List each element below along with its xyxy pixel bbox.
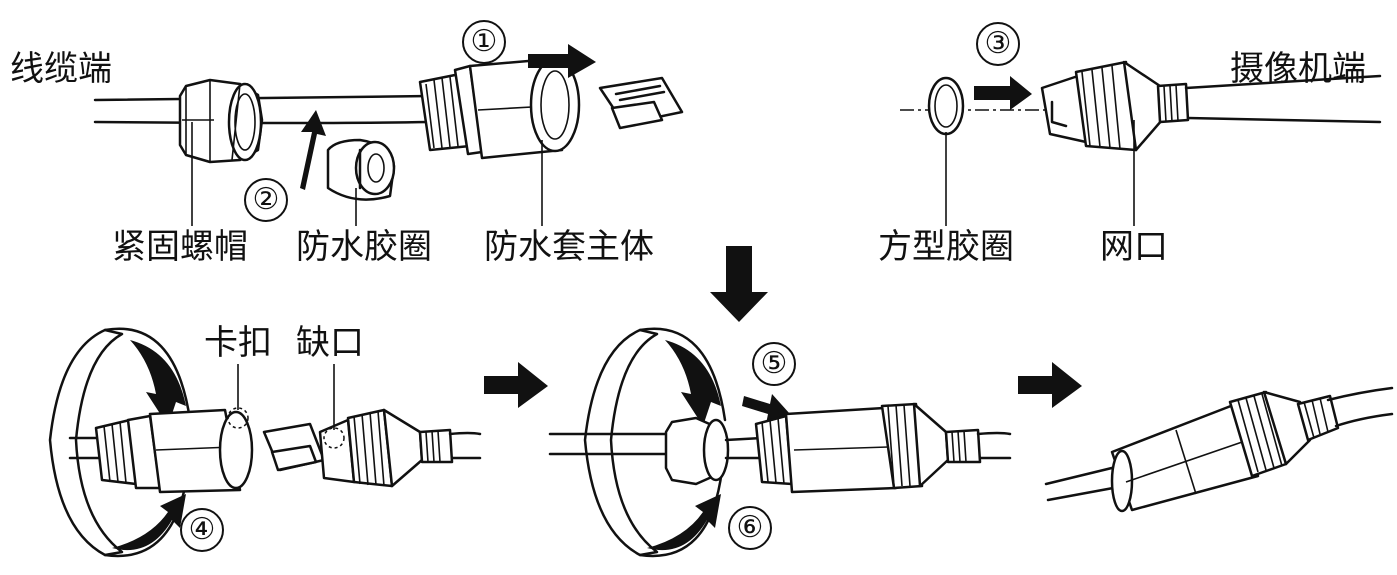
assembled-connector bbox=[1044, 386, 1394, 513]
label-rubber-seal: 防水胶圈 bbox=[296, 227, 432, 267]
step-5-marker: ⑤ bbox=[752, 342, 796, 386]
arrow-step-2 bbox=[300, 110, 326, 190]
camera-end-top-right bbox=[900, 60, 1382, 226]
step-6-marker: ⑥ bbox=[728, 506, 772, 550]
label-network-port: 网口 bbox=[1100, 227, 1168, 267]
assembly-step-4 bbox=[48, 327, 482, 558]
waterproof-jacket-part bbox=[418, 57, 581, 160]
label-camera-end: 摄像机端 bbox=[1230, 49, 1366, 89]
label-cable-end: 线缆端 bbox=[10, 49, 112, 89]
label-jacket-body: 防水套主体 bbox=[484, 227, 654, 267]
label-square-gasket: 方型胶圈 bbox=[878, 227, 1014, 267]
lock-nut-part bbox=[178, 78, 264, 164]
rubber-seal-part bbox=[326, 138, 396, 201]
arrow-right-1 bbox=[484, 362, 548, 408]
label-clip: 卡扣 bbox=[204, 323, 272, 363]
arrow-down-main bbox=[710, 246, 768, 322]
step-4-marker: ④ bbox=[180, 508, 224, 552]
label-notch: 缺口 bbox=[296, 323, 364, 363]
leaders-top-left bbox=[191, 122, 543, 226]
arrow-right-2 bbox=[1018, 362, 1082, 408]
step-2-marker: ② bbox=[244, 178, 288, 222]
arrow-step-1 bbox=[528, 44, 596, 78]
step-3-marker: ③ bbox=[976, 22, 1020, 66]
cable-top-left bbox=[93, 94, 432, 125]
step-1-marker: ① bbox=[462, 20, 506, 64]
label-lock-nut: 紧固螺帽 bbox=[112, 227, 248, 267]
rj45-plug-part bbox=[598, 76, 684, 130]
assembly-step-5-6 bbox=[548, 327, 1012, 558]
